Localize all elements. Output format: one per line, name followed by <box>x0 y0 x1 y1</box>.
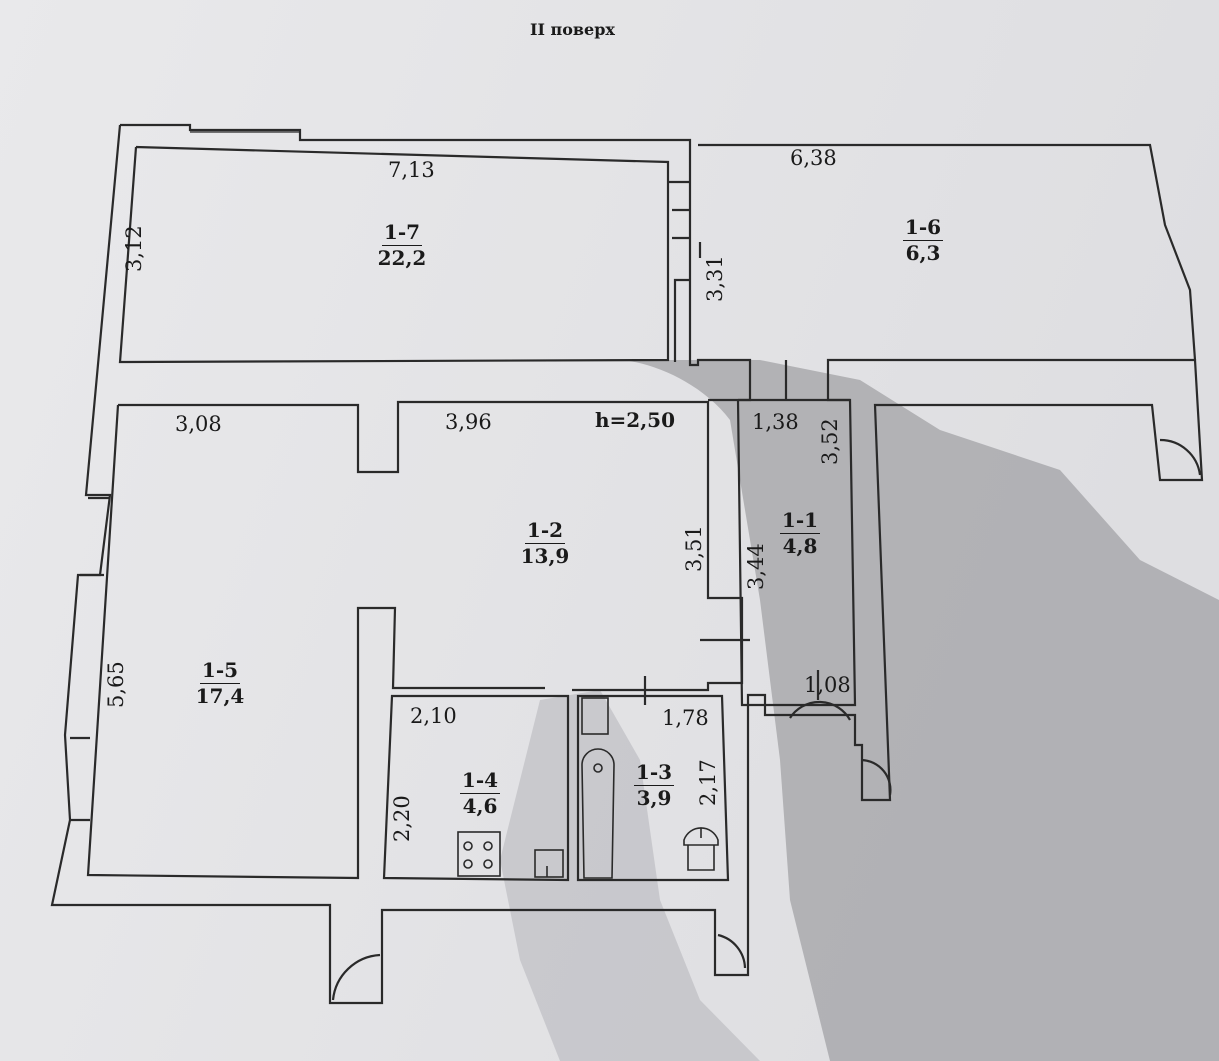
room-number: 1-7 <box>381 220 423 246</box>
dim-height-1-7: 3,12 <box>122 225 146 272</box>
photo-shadow-2 <box>500 690 760 1061</box>
dim-height-1-1: 3,44 <box>744 543 768 590</box>
toilet-icon <box>683 827 719 871</box>
floor-title: II поверх <box>530 20 615 39</box>
dim-width-1-6: 6,38 <box>790 146 837 170</box>
door-swing-icon-2 <box>717 933 747 969</box>
room-1-2-walls <box>118 400 744 692</box>
dim-width-1-2: 3,96 <box>445 410 492 434</box>
room-area: 22,2 <box>377 246 427 270</box>
dim-width-1-5: 3,08 <box>175 412 222 436</box>
dim-height-1-1-top: 3,52 <box>818 418 842 465</box>
room-area: 6,3 <box>905 241 941 265</box>
room-1-7: 1-7 22,2 <box>372 220 432 271</box>
outer-wall-top <box>120 123 752 402</box>
room-number: 1-3 <box>633 760 675 786</box>
room-1-5-walls <box>86 404 545 880</box>
room-1-5: 1-5 17,4 <box>190 658 250 709</box>
room-1-4-walls <box>382 694 570 882</box>
photo-shadow <box>600 359 1219 1061</box>
room-1-7-window <box>672 208 690 362</box>
dim-height-1-6: 3,31 <box>703 255 727 302</box>
room-number: 1-4 <box>459 768 501 794</box>
sink-icon <box>534 849 564 878</box>
room-1-6-outline <box>698 143 1197 361</box>
dim-width-1-1: 1,38 <box>752 410 799 434</box>
room-number: 1-5 <box>199 658 241 684</box>
stove-icon <box>457 831 501 877</box>
door-swing-icon-5 <box>789 700 851 721</box>
ceiling-height: h=2,50 <box>595 408 676 432</box>
room-number: 1-1 <box>779 508 821 534</box>
dim-corridor-width: 1,08 <box>804 673 851 697</box>
room-1-4: 1-4 4,6 <box>450 768 510 819</box>
door-swing-icon-4 <box>1159 438 1202 476</box>
dim-height-1-3: 2,17 <box>696 759 720 806</box>
door-swing-icon-3 <box>861 758 892 796</box>
bathtub-icon <box>581 697 615 879</box>
room-1-7-walls <box>118 145 690 364</box>
room-1-6: 1-6 6,3 <box>893 215 953 266</box>
room-1-1-walls <box>736 398 857 707</box>
dim-width-1-7: 7,13 <box>388 158 435 182</box>
room-area: 4,8 <box>782 534 818 558</box>
dim-height-1-2: 3,51 <box>682 525 706 572</box>
room-1-3-walls <box>576 694 730 882</box>
dim-width-1-3: 1,78 <box>662 706 709 730</box>
room-area: 3,9 <box>636 786 672 810</box>
room-number: 1-2 <box>524 518 566 544</box>
door-swing-icon <box>331 953 381 1001</box>
room-number: 1-6 <box>902 215 944 241</box>
outer-wall-bottom <box>50 124 1204 1005</box>
dim-width-1-4: 2,10 <box>410 704 457 728</box>
room-area: 13,9 <box>520 544 570 568</box>
partition-ticks <box>643 242 820 705</box>
dim-height-1-5: 5,65 <box>104 661 128 708</box>
window-marks <box>70 496 110 822</box>
room-1-1: 1-1 4,8 <box>770 508 830 559</box>
room-1-3: 1-3 3,9 <box>624 760 684 811</box>
room-area: 4,6 <box>462 794 498 818</box>
room-1-2: 1-2 13,9 <box>515 518 575 569</box>
room-area: 17,4 <box>195 684 245 708</box>
dim-height-1-4: 2,20 <box>390 795 414 842</box>
